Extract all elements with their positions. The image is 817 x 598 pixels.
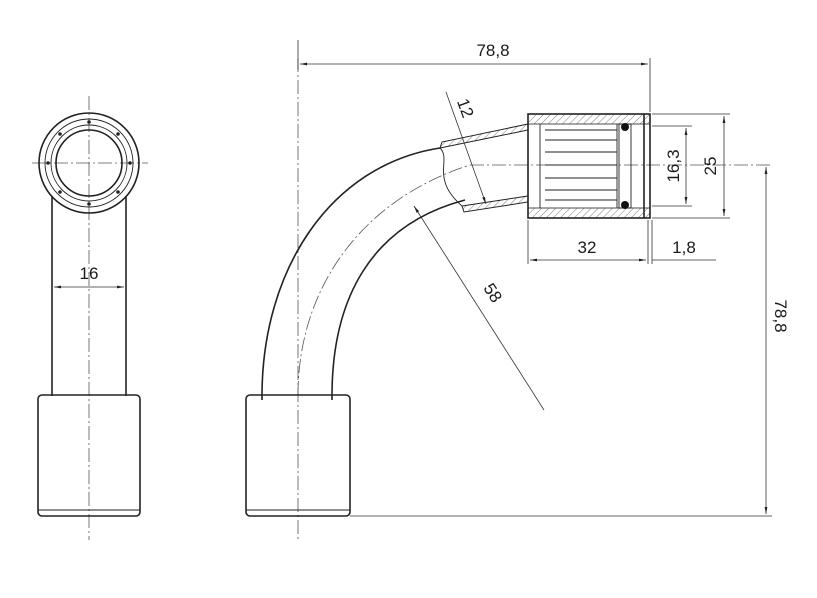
dim-line-radius [413,205,545,411]
bend-outer-edge [261,147,441,397]
outer-ring [38,112,140,214]
inner-ring [55,129,123,197]
ring-2 [44,118,134,208]
bend-centerline [297,164,471,396]
end-view-socket [37,394,141,517]
seal-dot-top [621,123,629,131]
section-wall-top [439,123,529,149]
section-wall-bottom [461,195,529,213]
dim-label-width: 16 [80,264,99,283]
ring-3 [50,124,128,202]
dim-label-overall-height: 78,8 [771,299,790,332]
side-view-socket [245,394,351,517]
dim-label-radius: 58 [479,280,505,306]
dim-label-overall-width: 78,8 [476,41,509,60]
dim-label-inner-diameter: 16,3 [664,149,683,182]
side-view: 78,8 12 58 32 1,8 16,3 25 78,8 [245,40,790,540]
socket-wall-top [527,113,651,125]
dim-label-wall-thickness: 12 [453,96,477,120]
seal-dot-bottom [621,201,629,209]
break-line [439,147,463,207]
ring-ticks [46,120,132,206]
dim-label-seal-offset: 1,8 [672,238,696,257]
dim-line-wall-thickness [445,91,487,205]
bend-inner-edge [331,199,466,397]
dim-label-outer-diameter: 25 [701,157,720,176]
socket-wall-bottom [527,207,651,219]
socket-ribs [539,124,618,208]
seal-ring [618,123,632,209]
dim-label-socket-length: 32 [578,238,597,257]
end-view: 16 [32,96,148,540]
